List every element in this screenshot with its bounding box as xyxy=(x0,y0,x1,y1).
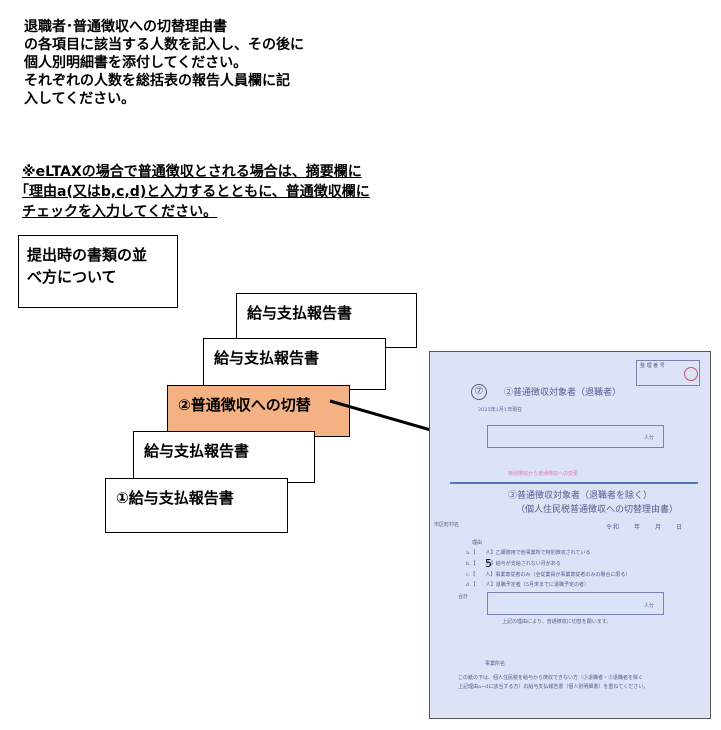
card-label: 給与支払報告書 xyxy=(144,442,250,460)
order-line: 提出時の書類の並 xyxy=(27,246,148,264)
note-line: ｢理由a(又はb,c,d)と入力するとともに、普通徴収欄に xyxy=(22,184,370,200)
instruction-text: 退職者･普通徴収への切替理由書 の各項目に該当する人数を記入し、その後に 個人別… xyxy=(24,18,364,108)
reason-a: a.【 人】乙欄適用で他事業所で特別徴収されている xyxy=(466,550,591,556)
stamp-box xyxy=(636,360,700,386)
office-label: 事業所名 xyxy=(485,661,506,667)
count-unit: 人分 xyxy=(644,603,655,609)
section-divider xyxy=(450,482,698,484)
reason-d: d.【 人】退職予定者（5月末までに退職予定の者） xyxy=(466,582,589,588)
reason-c: c.【 人】事業専従者のみ（全従業員が事業専従者のみの場合に限る） xyxy=(466,572,631,578)
stack-card-salary-report: 給与支払報告書 xyxy=(133,431,315,483)
eltax-note: ※eLTAXの場合で普通徴収とされる場合は、摘要欄に ｢理由a(又はb,c,d)… xyxy=(22,162,442,222)
side-text: 市区町村名 xyxy=(434,522,460,528)
reason-label: 理由 xyxy=(472,540,483,546)
document-order-box: 提出時の書類の並 べ方について xyxy=(18,235,178,308)
instruction-line: 入してください。 xyxy=(24,91,136,107)
seal-circle-icon xyxy=(684,367,698,381)
count-unit: 人分 xyxy=(644,435,655,441)
card-label: ①給与支払報告書 xyxy=(116,489,234,507)
instruction-line: それぞれの人数を総括表の報告人員欄に記 xyxy=(24,73,290,89)
instruction-line: 個人別明細書を添付してください。 xyxy=(24,55,248,71)
section3-subtitle: （個人住民税普通徴収への切替理由書） xyxy=(516,505,679,515)
total-count-box xyxy=(487,592,664,615)
reason-b: b.【 人】給与が支給されない月がある xyxy=(466,561,561,567)
request-text: 上記の理由により、普通徴収に切替を願います。 xyxy=(502,619,612,625)
stack-card-switch-reason: ②普通徴収への切替 xyxy=(167,385,350,437)
section2-count-box xyxy=(487,425,664,448)
date-line: 令和 年 月 日 xyxy=(606,524,684,531)
card-label: ②普通徴収への切替 xyxy=(178,396,311,414)
switch-reason-form-image: 整 理 番 号 ⑦ ②普通徴収対象者（退職者） 2025年1月1日現在 人分 特… xyxy=(429,351,711,719)
footnote-line: この紙の下は、個人住民税を給与から徴収できない方（③退職者・③退職者を除く xyxy=(458,675,644,681)
card-label: 給与支払報告書 xyxy=(247,304,353,322)
pink-caption: 特別徴収から普通徴収への変更 xyxy=(508,471,579,477)
card-label: 給与支払報告書 xyxy=(214,349,320,367)
note-line: チェックを入力してください。 xyxy=(22,204,218,220)
form-number: ⑦ xyxy=(471,384,487,400)
reason-b-count: 5 xyxy=(485,557,492,570)
total-label: 合計 xyxy=(458,594,469,600)
section2-title: ②普通徴収対象者（退職者） xyxy=(504,388,622,398)
stack-card-salary-report-first: ①給与支払報告書 xyxy=(105,478,288,533)
order-line: べ方について xyxy=(27,268,117,286)
section3-title: ③普通徴収対象者（退職者を除く） xyxy=(508,491,653,501)
instruction-line: の各項目に該当する人数を記入し、その後に xyxy=(24,37,304,53)
instruction-line: 退職者･普通徴収への切替理由書 xyxy=(24,19,227,35)
stack-card-salary-report: 給与支払報告書 xyxy=(203,338,386,390)
stamp-label: 整 理 番 号 xyxy=(640,363,665,369)
year-note: 2025年1月1日現在 xyxy=(478,407,523,413)
note-line: ※eLTAXの場合で普通徴収とされる場合は、摘要欄に xyxy=(22,164,362,180)
footnote-line: 上記理由a~dに該当する方）の給与支払報告書（個人別明細書）を重ねてください。 xyxy=(458,684,649,690)
